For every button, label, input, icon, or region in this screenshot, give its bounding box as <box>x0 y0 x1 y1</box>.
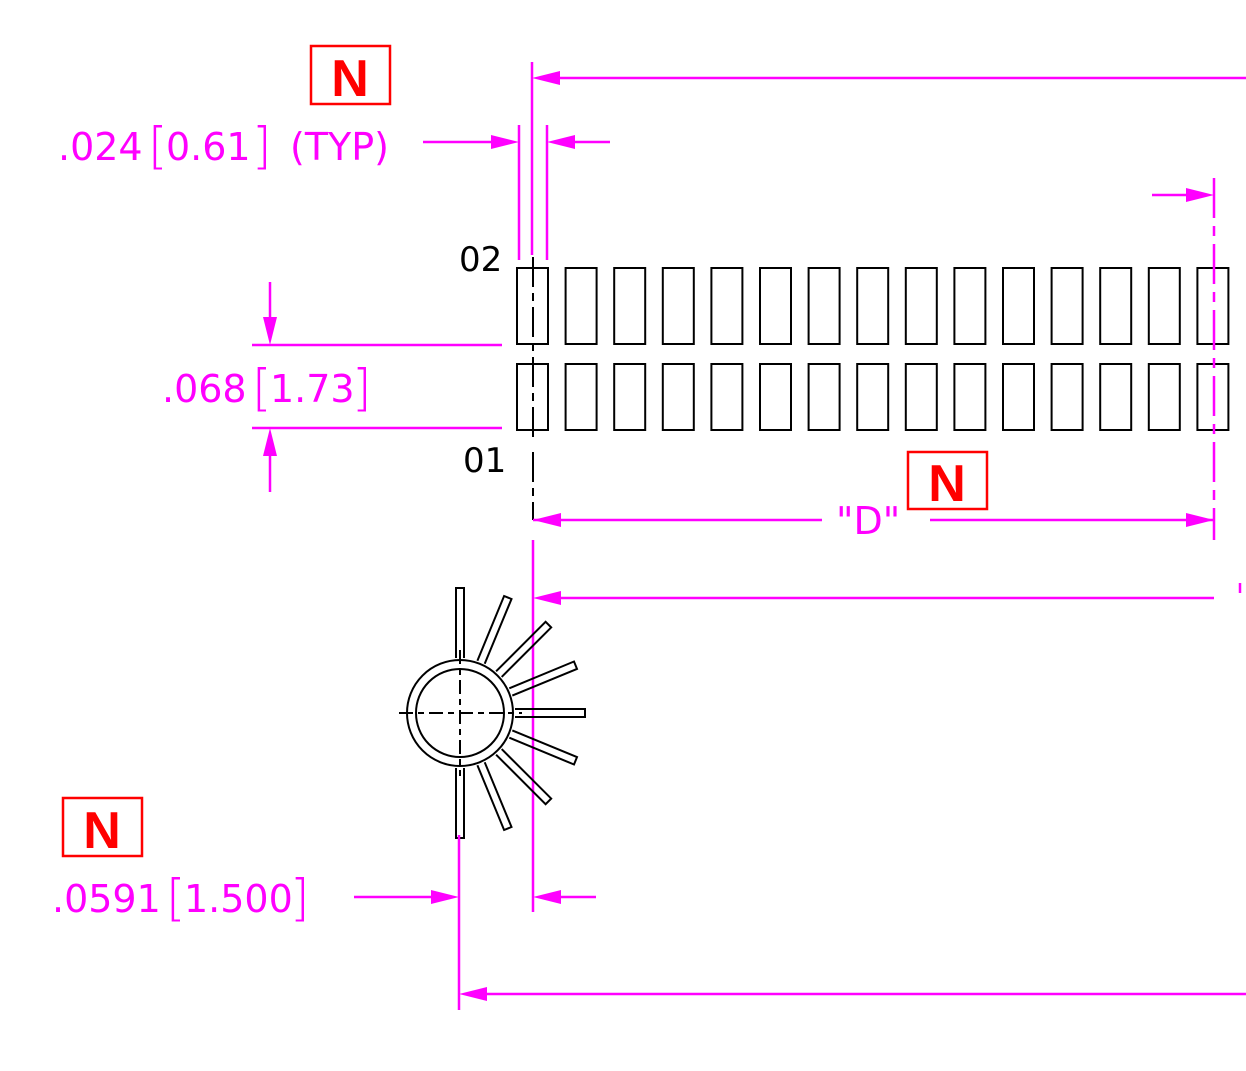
note-badge-bottom: N <box>61 796 144 860</box>
pin-pad-top <box>856 267 890 345</box>
pin-pad-top <box>710 267 744 345</box>
row-pitch-bracket-open: [ <box>252 359 272 417</box>
spring-finger <box>476 761 513 832</box>
row-pitch-inch: .068 <box>162 367 247 411</box>
right-end-arrow <box>1152 188 1214 202</box>
pin-width-note: (TYP) <box>290 125 389 169</box>
pin-pad-bottom <box>807 363 841 431</box>
hole-bracket-open: [ <box>166 869 186 927</box>
row-pitch-mm: 1.73 <box>270 367 355 411</box>
pin-pad-top <box>807 267 841 345</box>
svg-text:N: N <box>331 50 369 108</box>
pin-pad-top <box>904 267 938 345</box>
pin-pad-bottom <box>856 363 890 431</box>
spring-finger <box>515 708 586 718</box>
spring-finger <box>495 748 553 806</box>
note-badge-middle: N <box>906 450 989 513</box>
hole-mm: 1.500 <box>184 877 293 921</box>
pin-pad-bottom <box>1050 363 1084 431</box>
pin-width-inch: .024 <box>58 125 143 169</box>
pin-width-mm: 0.61 <box>166 125 251 169</box>
pin-label-top: 02 <box>459 240 502 280</box>
pin-pad-bottom <box>613 363 647 431</box>
spring-finger <box>455 768 465 839</box>
hole-bracket-close: ] <box>290 869 310 927</box>
bottom-overall-dimension <box>459 987 1246 1001</box>
spring-finger <box>508 660 579 697</box>
pin-pad-bottom <box>1002 363 1035 431</box>
pin-pad-top <box>1099 267 1133 345</box>
svg-text:N: N <box>928 455 966 513</box>
spring-finger <box>476 594 513 665</box>
pin-pad-bottom <box>953 363 987 431</box>
pin-label-bottom: 01 <box>463 441 506 481</box>
pin-pad-bottom <box>904 363 938 431</box>
pin-pad-top <box>661 267 695 345</box>
pin-pad-top <box>759 267 792 345</box>
pin-width-dimension: .024 [ 0.61 ] (TYP) <box>58 117 610 260</box>
note-badge-top: N <box>309 44 392 108</box>
pin-pad-top <box>1050 267 1084 345</box>
top-overall-dimension <box>530 62 1246 255</box>
pin-pad-top <box>953 267 987 345</box>
pin-width-bracket-open: [ <box>148 117 168 175</box>
pin-pad-top <box>613 267 647 345</box>
svg-text:N: N <box>83 802 121 860</box>
lower-dimension-lines <box>531 540 1242 912</box>
pin-pad-top <box>1147 267 1181 345</box>
pin-pad-top <box>1002 267 1035 345</box>
spring-finger <box>455 587 465 658</box>
mounting-hole <box>399 587 586 839</box>
spring-finger <box>495 620 553 678</box>
pin-pad-bottom <box>710 363 744 431</box>
row-pitch-dimension: .068 [ 1.73 ] <box>162 282 502 492</box>
d-dimension: "D" <box>533 499 1214 543</box>
pin-pad-bottom <box>564 363 598 431</box>
hole-dimension: .0591 [ 1.500 ] <box>52 835 596 1010</box>
pin-pad-bottom <box>661 363 695 431</box>
pin-width-bracket-close: ] <box>252 117 272 175</box>
d-dimension-label: "D" <box>836 499 900 543</box>
pin-pad-bottom <box>1147 363 1181 431</box>
pin-pad-top <box>564 267 598 345</box>
hole-inch: .0591 <box>52 877 161 921</box>
pin-pad-bottom <box>1099 363 1133 431</box>
pin-pad-bottom <box>759 363 792 431</box>
row-pitch-bracket-close: ] <box>352 359 372 417</box>
spring-finger <box>508 729 579 766</box>
pin-rows <box>516 267 1230 431</box>
